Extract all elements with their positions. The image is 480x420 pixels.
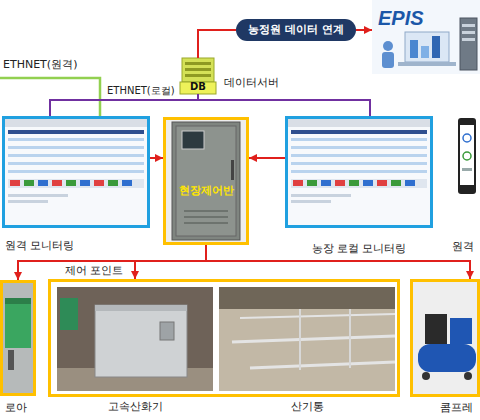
control-panel-picture: [184, 210, 228, 212]
diffuser-photo: [232, 336, 395, 342]
phone-picture: [462, 168, 472, 171]
connector-label: ETHNET(로컬): [106, 85, 176, 97]
control-panel-picture: [184, 216, 228, 218]
oxidizer-photo: [95, 305, 187, 311]
diffuser-photo: [349, 309, 351, 368]
epis-picture: [462, 31, 475, 34]
blower-picture: [5, 302, 31, 348]
control-panel-picture: [172, 122, 240, 240]
node-label: 로아: [5, 401, 27, 414]
node-label: 산기통: [219, 400, 395, 413]
epis-picture: [405, 32, 449, 62]
compressor-picture: [450, 318, 472, 344]
phone-picture: [463, 152, 471, 160]
oxidizer-photo: [57, 287, 213, 391]
data-link-pill: 농정원 데이터 연계: [236, 19, 356, 41]
compressor-picture: [413, 282, 480, 394]
control-panel-picture: [166, 120, 246, 242]
control-panel-picture: [166, 120, 246, 242]
epis-picture: [410, 40, 418, 58]
oxidizer-photo: [95, 305, 187, 377]
diffuser-photo: [240, 314, 395, 318]
compressor-picture: [425, 314, 447, 344]
oxidizer-photo: [160, 322, 174, 340]
connector: [150, 157, 163, 159]
diffuser-photo: [219, 287, 395, 391]
epis-picture: [462, 24, 475, 27]
connector-label: 제어 포인트: [64, 264, 125, 277]
control-panel-picture: [184, 222, 228, 224]
phone-picture: [458, 118, 476, 194]
equipment-group: 고속산화기산기통: [48, 279, 400, 397]
epis-picture: [462, 38, 475, 41]
diffuser-box: 산기통: [219, 287, 395, 391]
compressor-picture: [413, 282, 480, 394]
node-label: 데이터서버: [224, 76, 279, 89]
epis-picture: [432, 36, 440, 58]
node-label: DB: [180, 81, 216, 93]
node-label: 농장 로컬 모니터링: [288, 242, 430, 255]
connector: [249, 157, 285, 159]
connector: [135, 245, 206, 279]
epis-picture: [382, 52, 394, 68]
connector: [198, 94, 370, 116]
blower-picture: [8, 350, 14, 370]
epis-system: EPIS: [372, 0, 480, 74]
monitor-screenshots: [5, 119, 147, 225]
oxidizer-photo: [57, 287, 213, 391]
oxidizer-photo: [60, 298, 78, 330]
network-label: ETHNET(원격): [2, 58, 78, 71]
epis-picture: [460, 18, 477, 70]
blower-picture: [3, 283, 33, 393]
phone-picture: [463, 134, 471, 142]
server-icon: [185, 74, 211, 77]
diffuser-photo: [250, 362, 395, 368]
control-panel-picture: [176, 126, 236, 236]
diffuser-photo: [219, 287, 395, 391]
node-label: 콤프레: [440, 401, 473, 414]
compressor-picture: [418, 344, 476, 372]
node-label: 원격 모니터링: [5, 239, 75, 252]
field-control-panel: 현장제어반: [163, 117, 249, 245]
remote-monitor: 원격 모니터링: [2, 116, 150, 228]
epis-picture: [372, 0, 480, 74]
connector: [356, 29, 372, 31]
node-label: 농정원 데이터 연계: [236, 23, 356, 36]
node-label: 현장제어반: [166, 184, 246, 197]
epis-picture: [372, 0, 480, 74]
compressor-picture: [422, 372, 430, 380]
local-monitor: 농장 로컬 모니터링: [285, 116, 433, 228]
blower-picture: [3, 283, 33, 393]
server-icon: [182, 58, 214, 82]
epis-picture: [398, 62, 456, 66]
blower-box: 로아: [0, 280, 36, 396]
server-icon: [180, 82, 216, 94]
monitor-screenshots: [288, 119, 430, 225]
node-label: 고속산화기: [57, 400, 213, 413]
node-label: EPIS: [378, 6, 424, 30]
control-panel-picture: [182, 131, 204, 149]
oxidizer-box: 고속산화기: [57, 287, 213, 391]
node-label: 원격: [452, 240, 474, 253]
epis-picture: [383, 41, 393, 51]
server-icon: [180, 58, 216, 94]
server-icon: [185, 62, 211, 65]
mobile-phone: 원격: [458, 118, 476, 194]
compressor-box: 콤프레: [410, 279, 480, 397]
compressor-picture: [464, 372, 472, 380]
phone-picture: [458, 118, 476, 194]
data-server: DB데이터서버: [180, 58, 216, 94]
blower-picture: [5, 298, 31, 304]
connector: [198, 30, 236, 58]
diffuser-photo: [219, 287, 395, 309]
connector: [50, 94, 198, 116]
diffuser-photo: [299, 309, 301, 370]
control-panel-picture: [231, 160, 234, 180]
epis-picture: [421, 46, 429, 58]
server-icon: [185, 68, 211, 71]
phone-picture: [460, 125, 474, 185]
